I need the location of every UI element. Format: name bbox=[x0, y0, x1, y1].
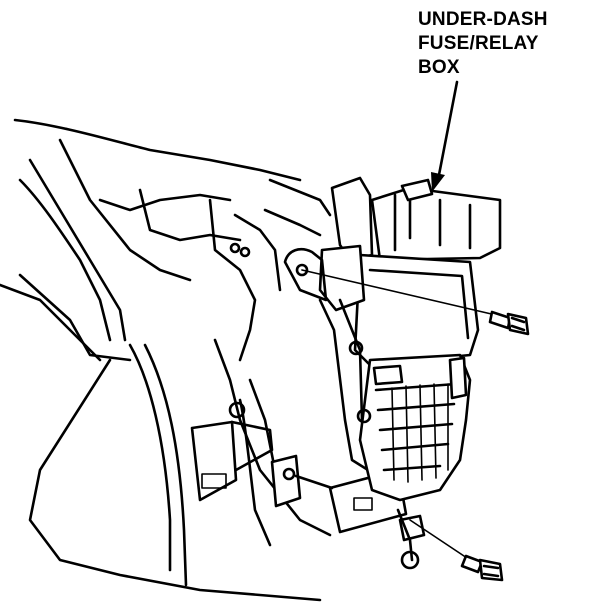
lower-bracket bbox=[270, 454, 408, 534]
fuse-relay-box bbox=[283, 176, 502, 570]
callout-line-1: UNDER-DASH bbox=[418, 9, 548, 30]
fuse-relay-box-callout: UNDER-DASH FUSE/RELAY BOX bbox=[418, 8, 598, 80]
callout-line-3: BOX bbox=[418, 57, 460, 78]
upper-bolt bbox=[301, 269, 530, 336]
left-bracket bbox=[190, 420, 274, 502]
dashboard-structure bbox=[0, 118, 332, 602]
lower-bolt bbox=[409, 519, 504, 582]
callout-leader-arrow bbox=[431, 80, 459, 192]
callout-line-2: FUSE/RELAY bbox=[418, 33, 539, 54]
